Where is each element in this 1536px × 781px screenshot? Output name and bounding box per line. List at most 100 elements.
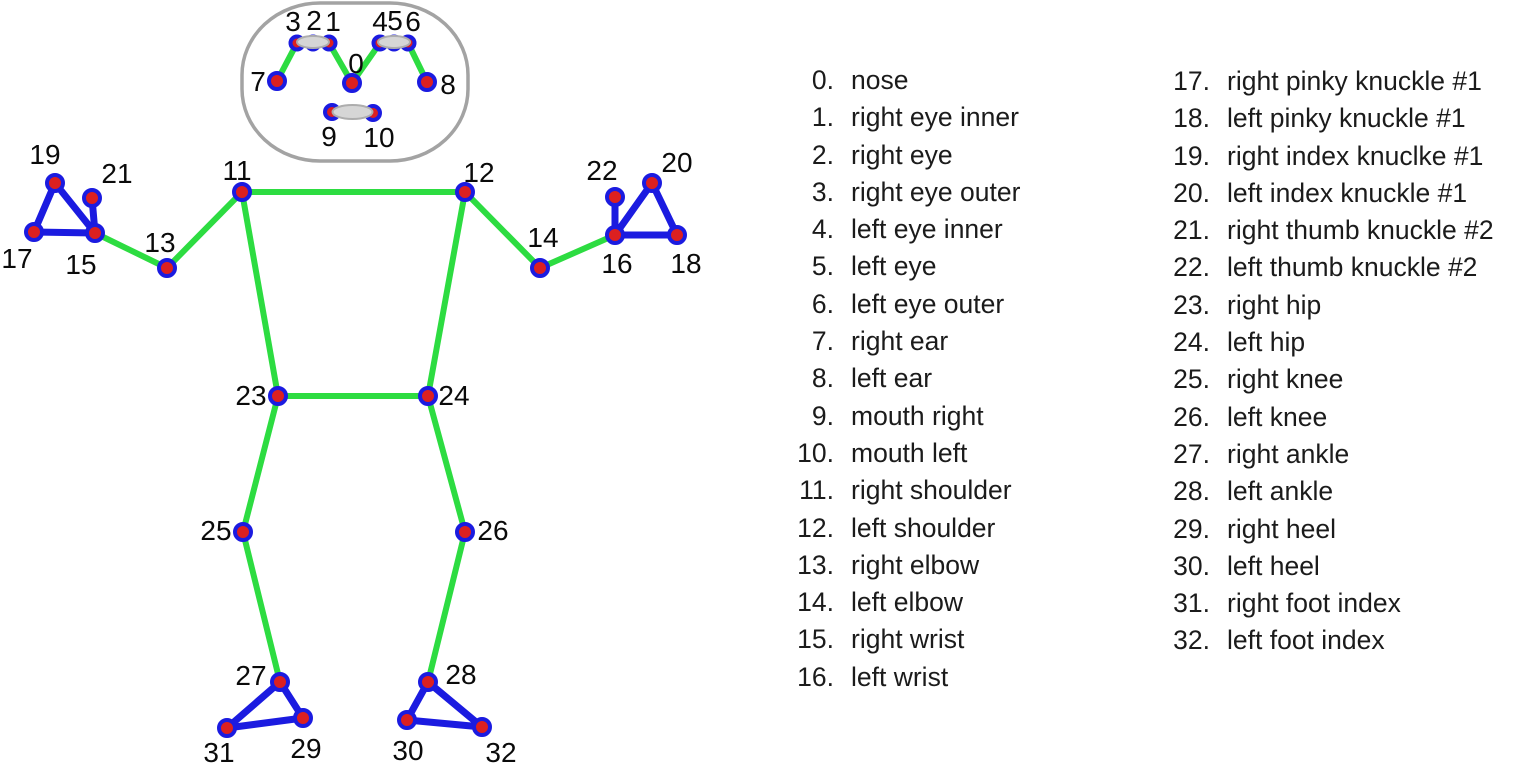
legend-item-number: 10. [797,437,834,468]
joint-point-16 [605,225,625,245]
joint-point-30 [397,710,417,730]
legend-item-label: right thumb knuckle #2 [1227,215,1494,246]
legend-item-number: 4. [811,214,834,245]
legend-item-label: left heel [1227,550,1320,581]
legend-item-number: 20. [1173,177,1210,208]
legend-item-number: 23. [1173,289,1210,320]
legend-item-number: 8. [811,363,834,394]
figure-number-label-10: 10 [363,122,394,153]
joint-point-28 [418,672,438,692]
legend-item-16: 16.left wrist [786,659,1020,696]
figure-number-label-28: 28 [445,659,476,690]
legend-item-17: 17.right pinky knuckle #1 [1158,63,1494,100]
legend-item-label: left wrist [851,661,949,692]
legend-item-6: 6.left eye outer [786,286,1020,323]
legend-item-label: right wrist [851,624,965,655]
legend-item-number: 30. [1173,550,1210,581]
extremity-line-29-31 [223,714,307,732]
legend-item-number: 5. [811,251,834,282]
legend-item-label: right heel [1227,513,1337,544]
legend-item-23: 23.right hip [1158,287,1494,324]
joint-point-13 [157,258,177,278]
figure-number-label-16: 16 [601,248,632,279]
legend-item-28: 28. left ankle [1158,473,1494,510]
figure-number-label-14: 14 [527,222,558,253]
legend-item-label: right knee [1227,364,1344,395]
extremity-line-30-32 [403,716,486,731]
legend-item-number: 27. [1173,438,1210,469]
legend-item-number: 11. [799,475,834,506]
figure-number-label-15: 15 [65,249,96,280]
legend-item-8: 8.left ear [786,360,1020,397]
bone-line-13-15 [92,230,170,271]
joint-point-17 [24,222,44,242]
legend-item-18: 18.left pinky knuckle #1 [1158,100,1494,137]
legend-item-30: 30. left heel [1158,548,1494,585]
legend-item-number: 28. [1173,476,1210,507]
legend-item-label: left ankle [1227,476,1334,507]
joint-point-11 [232,182,252,202]
bone-line-24-26 [425,393,468,535]
legend-item-label: right index knuclke #1 [1227,140,1484,171]
figure-number-label-1: 1 [325,6,341,37]
legend-item-number: 19. [1173,140,1210,171]
legend-item-7: 7.right ear [786,323,1020,360]
legend-item-number: 25. [1173,364,1210,395]
left-eye-lens [377,35,411,49]
joint-point-12 [455,182,475,202]
joint-point-22 [605,187,625,207]
legend-item-label: left thumb knuckle #2 [1227,252,1478,283]
legend-item-number: 7. [811,326,834,357]
figure-number-label-19: 19 [29,139,60,170]
legend-item-12: 12.left shoulder [786,510,1020,547]
right-eye-lens [296,35,330,49]
legend-item-number: 2. [811,139,834,170]
legend-item-22: 22.left thumb knuckle #2 [1158,249,1494,286]
mouth-lens [331,104,374,120]
legend-item-label: left knee [1227,401,1328,432]
bone-line-12-14 [462,189,543,271]
legend-item-10: 10. mouth left [786,435,1020,472]
legend-item-label: right pinky knuckle #1 [1227,66,1482,96]
figure-number-label-17: 17 [1,243,32,274]
legend-item-25: 25. right knee [1158,361,1494,398]
legend-item-label: right elbow [851,549,980,580]
figure-number-label-27: 27 [235,660,266,691]
figure-number-label-12: 12 [463,157,494,188]
legend-item-label: left pinky knuckle #1 [1227,103,1466,134]
joint-point-15 [85,223,105,243]
legend-item-label: right eye [851,139,953,170]
joint-point-27 [270,672,290,692]
joint-point-0 [342,73,362,93]
legend-item-1: 1.right eye inner [786,99,1020,136]
figure-number-label-3: 3 [285,6,301,37]
bone-line-11-23 [239,189,281,399]
joint-point-23 [268,386,288,406]
legend-item-number: 31. [1173,588,1210,619]
figure-number-label-21: 21 [101,158,132,189]
figure-number-label-25: 25 [200,515,231,546]
legend-item-5: 5.left eye [786,248,1020,285]
extremity-line-31-27 [223,678,284,732]
figure-number-label-5: 5 [387,5,403,36]
legend-item-9: 9.mouth right [786,398,1020,435]
joint-point-14 [530,258,550,278]
joint-point-29 [293,708,313,728]
bone-line-23-25 [240,393,281,535]
joint-point-8 [417,72,437,92]
figure-number-label-18: 18 [670,248,701,279]
legend-item-label: left elbow [851,587,963,618]
legend-item-number: 26. [1173,401,1210,432]
legend-item-label: left eye inner [851,214,1003,245]
legend-item-label: mouth left [851,437,968,468]
figure-number-label-30: 30 [392,735,423,766]
legend-item-label: right shoulder [851,475,1012,506]
legend-item-0: 0.nose [786,62,1020,99]
legend-item-number: 14. [797,587,834,618]
figure-number-label-32: 32 [485,737,516,768]
extremity-line-19-15 [51,179,99,237]
figure-number-label-24: 24 [438,380,469,411]
